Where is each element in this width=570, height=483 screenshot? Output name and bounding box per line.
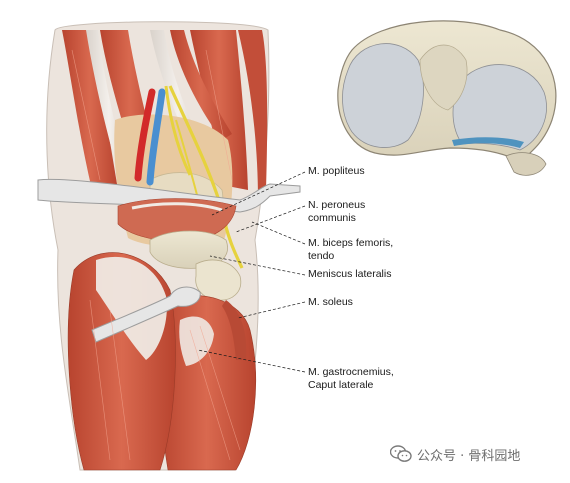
lateral-condyle-surface [452,64,547,151]
intercondylar-eminence [419,44,468,111]
leader-gastrocnemius [197,349,306,373]
thigh-tendon-stripe-3 [170,30,232,140]
label-gastrocnemius-line2: Caput laterale [308,379,374,391]
tibial-nerve [164,85,192,176]
soleus-muscle [222,300,247,360]
label-peroneus-line2: communis [308,212,356,224]
leader-biceps [251,221,306,245]
label-gastrocnemius-line1: M. gastrocnemius, [308,366,394,378]
tibial-plateau [149,230,228,269]
label-biceps-line1: M. biceps femoris, [308,237,394,249]
calf-tendon-sheet-2 [179,316,214,366]
label-peroneus-line1: N. peroneus [308,199,366,211]
fibular-head [195,259,242,301]
watermark: 公众号 · 骨科园地 [390,444,520,464]
thigh-muscle-far-right [238,30,268,200]
popliteus-muscle [117,198,237,242]
label-popliteus: M. popliteus [308,165,365,177]
muscle-striations [71,49,241,461]
leader-lines [197,171,306,373]
leader-meniscus [209,255,306,276]
popliteal-vein [146,88,166,186]
thigh-muscle-right [190,30,248,190]
label-soleus: M. soleus [308,296,353,308]
fibula-stub [505,152,547,176]
wechat-logo-icon [390,445,412,462]
label-biceps-line2: tendo [308,250,335,262]
leader-peroneus [235,205,306,233]
popliteal-artery [134,88,156,182]
leader-popliteus [211,171,306,216]
thigh-muscle-left [62,30,118,190]
knee-dissection [37,21,301,471]
tibial-plateau-top-view [337,20,557,176]
popliteus-tendon [131,202,223,212]
calf-tendon-sheet [96,256,167,360]
label-meniscus: Meniscus lateralis [308,268,392,280]
medial-condyle-surface [342,43,424,148]
watermark-text: 公众号 · 骨科园地 [417,448,521,464]
meniscus-lateral-edge [452,137,524,148]
lower-retractor [91,286,201,343]
leader-soleus [237,301,306,319]
